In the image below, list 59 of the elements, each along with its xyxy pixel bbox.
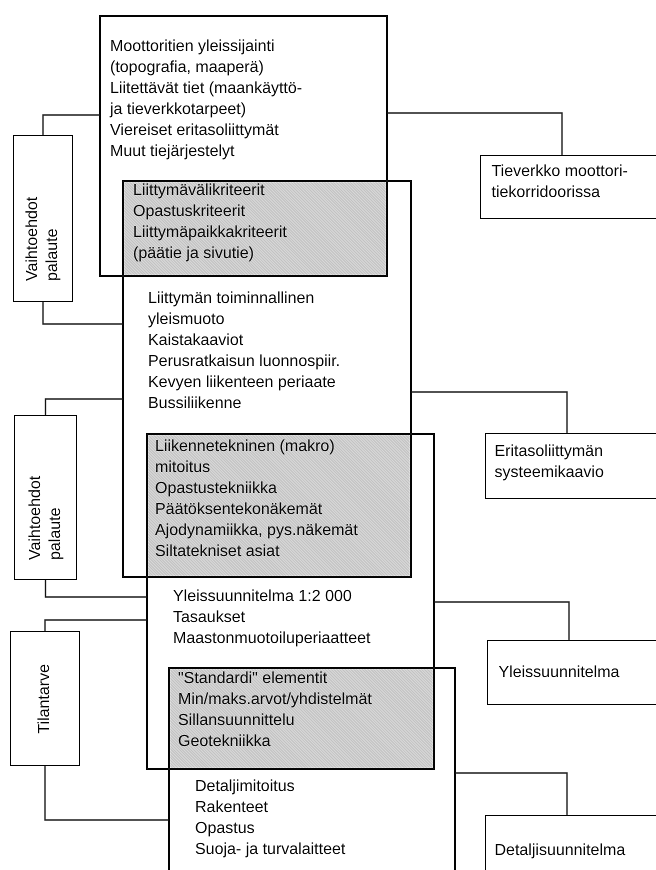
list-item: Tasaukset — [173, 608, 246, 628]
list-item: Moottoritien yleissijainti (topografia, maaperä) — [110, 37, 276, 78]
list-item: Perusratkaisun luonnospiir. — [148, 352, 340, 372]
list-item: Detaljimitoitus — [195, 777, 295, 797]
connector-line — [42, 114, 99, 135]
process-box — [99, 15, 388, 277]
list-item: Muut tiejärjestelyt — [110, 142, 234, 162]
list-item: Bussiliikenne — [148, 394, 242, 414]
result-box — [485, 815, 656, 870]
connector-line — [456, 772, 568, 815]
list-item: Opastustekniikka — [155, 479, 277, 499]
list-item: Liittymän toiminnallinen yleismuoto — [148, 289, 316, 330]
list-item: Opastus — [195, 819, 255, 839]
list-item: Rakenteet — [195, 798, 268, 818]
list-item: Siltatekniset asiat — [155, 542, 280, 562]
result-box — [480, 155, 656, 219]
side-label: Vaihtoehdot palaute — [23, 196, 62, 281]
result-box — [487, 640, 656, 705]
box-label: Tieverkko moottori- tiekorridoorissa — [492, 162, 629, 202]
shaded-area — [146, 433, 412, 578]
side-label: Tilantarve — [35, 664, 54, 734]
list-item: Liikennetekninen (makro) mitoitus — [155, 437, 336, 478]
shaded-area — [168, 667, 435, 770]
side-label: Vaihtoehdot palaute — [26, 474, 64, 560]
list-item: Kaistakaaviot — [148, 331, 244, 351]
list-item: Geotekniikka — [178, 732, 270, 752]
connector-line — [435, 601, 570, 640]
list-item: Päätöksentekonäkemät — [155, 500, 322, 520]
feedback-box — [13, 135, 73, 302]
list-item: Min/maks.arvot/yhdistelmät — [178, 690, 372, 710]
shaded-area — [122, 180, 388, 277]
list-item: Liittymäpaikkakriteerit (päätie ja sivutie) — [133, 223, 288, 264]
process-box — [146, 433, 435, 770]
result-box — [485, 433, 656, 499]
list-item: Sillansuunnittelu — [178, 711, 295, 731]
feedback-box — [14, 415, 77, 580]
box-label: Detaljisuunnitelma — [494, 840, 626, 860]
list-item: Opastuskriteerit — [133, 202, 246, 222]
list-item: Yleissuunnitelma 1:2 000 — [173, 587, 352, 607]
feedback-box — [10, 631, 80, 766]
list-item: Viereiset eritasoliittymät — [110, 121, 279, 141]
list-item: Maastonmuotoiluperiaatteet — [173, 629, 370, 649]
connector-line — [42, 302, 122, 325]
list-item: Suoja- ja turvalaitteet — [195, 840, 346, 860]
box-label: Eritasoliittymän systeemikaavio — [494, 442, 605, 482]
list-item: "Standardi" elementit — [178, 669, 328, 689]
connector-line — [412, 391, 568, 433]
box-label: Yleissuunnitelma — [498, 662, 620, 682]
connector-line — [44, 766, 168, 821]
process-box — [122, 180, 412, 578]
connector-line — [44, 619, 146, 631]
list-item: Liitettävät tiet (maankäyttö- ja tieverkkotarpeet) — [110, 79, 304, 120]
connector-line — [388, 112, 563, 155]
list-item: Kevyen liikenteen periaate — [148, 373, 336, 393]
connector-line — [44, 580, 146, 598]
list-item: Liittymävälikriteerit — [133, 181, 265, 201]
list-item: Ajodynamiikka, pys.näkemät — [155, 521, 358, 541]
connector-line — [44, 398, 122, 415]
process-box — [168, 667, 456, 870]
